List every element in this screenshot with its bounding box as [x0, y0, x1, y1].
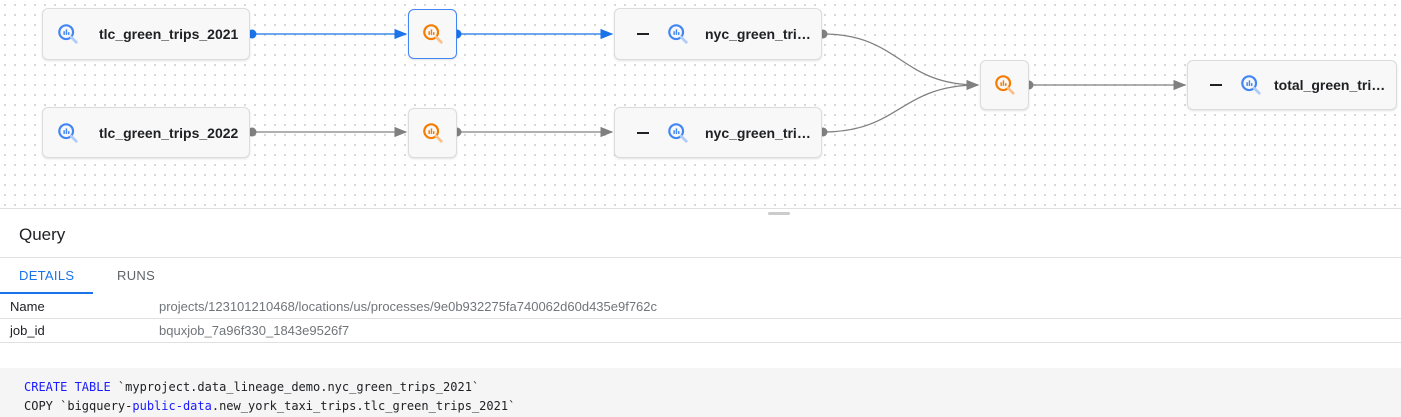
bigquery-table-icon [668, 24, 688, 44]
query-process-icon [422, 123, 443, 143]
query-process-icon [422, 24, 443, 44]
code-line-1: CREATE TABLE `myproject.data_lineage_dem… [24, 378, 1401, 397]
code-keyword: public-data [132, 399, 212, 413]
table-node-nyc-green-trips-2022[interactable]: nyc_green_trips_2022 [614, 107, 822, 158]
code-line-2: COPY `bigquery-public-data.new_york_taxi… [24, 397, 1401, 416]
bigquery-table-icon [58, 24, 78, 44]
table-node-tlc-green-trips-2022[interactable]: tlc_green_trips_2022 [42, 107, 250, 158]
code-text: COPY `bigquery- [24, 399, 133, 413]
active-tab-indicator [0, 292, 93, 294]
divider [0, 257, 1401, 258]
detail-value: bquxjob_7a96f330_1843e9526f7 [159, 323, 350, 338]
edge-tlc2021-to-process1 [247, 28, 408, 40]
code-text: `myproject.data_lineage_demo.nyc_green_t… [110, 380, 480, 394]
detail-key: job_id [10, 323, 45, 338]
node-label: nyc_green_trips_2021 [705, 26, 817, 42]
query-code-block: CREATE TABLE `myproject.data_lineage_dem… [0, 368, 1401, 417]
panel-title: Query [19, 225, 66, 244]
code-keyword: CREATE TABLE [24, 380, 111, 394]
node-label: tlc_green_trips_2022 [99, 124, 239, 141]
bigquery-table-icon [1241, 75, 1261, 95]
edge-nyc2022-to-process3 [818, 84, 979, 137]
resize-handle[interactable] [768, 212, 790, 215]
collapse-icon[interactable] [1210, 84, 1222, 86]
edge-process1-to-nyc2021 [452, 28, 614, 40]
edge-nyc2021-to-process3 [818, 29, 980, 91]
node-label: tlc_green_trips_2021 [99, 26, 239, 42]
edge-process2-to-nyc2022 [452, 126, 614, 138]
collapse-icon[interactable] [637, 33, 649, 35]
details-row-job-id: job_id bquxjob_7a96f330_1843e9526f7 [0, 319, 1401, 343]
process-node-3[interactable] [980, 60, 1029, 110]
process-node-2[interactable] [408, 108, 457, 158]
collapse-icon[interactable] [637, 131, 649, 134]
bigquery-table-icon [58, 122, 78, 143]
node-label: nyc_green_trips_2022 [705, 124, 817, 141]
detail-key: Name [10, 299, 45, 314]
process-node-1[interactable] [408, 9, 457, 59]
query-process-icon [994, 75, 1015, 95]
tab-runs[interactable]: RUNS [117, 268, 156, 283]
table-node-tlc-green-trips-2021[interactable]: tlc_green_trips_2021 [42, 8, 250, 60]
lineage-graph-canvas[interactable]: tlc_green_trips_2021 tlc_green_trips_202… [0, 0, 1401, 209]
details-row-name: Name projects/123101210468/locations/us/… [0, 295, 1401, 319]
code-text: .new_york_taxi_trips.tlc_green_trips_202… [211, 399, 516, 413]
bigquery-table-icon [668, 122, 688, 143]
table-node-nyc-green-trips-2021[interactable]: nyc_green_trips_2021 [614, 8, 822, 60]
node-label: total_green_trips [1274, 77, 1386, 93]
detail-value: projects/123101210468/locations/us/proce… [159, 299, 658, 314]
tab-details[interactable]: DETAILS [19, 268, 75, 283]
table-node-total-green-trips[interactable]: total_green_trips [1187, 60, 1397, 110]
edge-process3-to-total [1024, 79, 1187, 91]
edge-tlc2022-to-process2 [247, 126, 408, 138]
